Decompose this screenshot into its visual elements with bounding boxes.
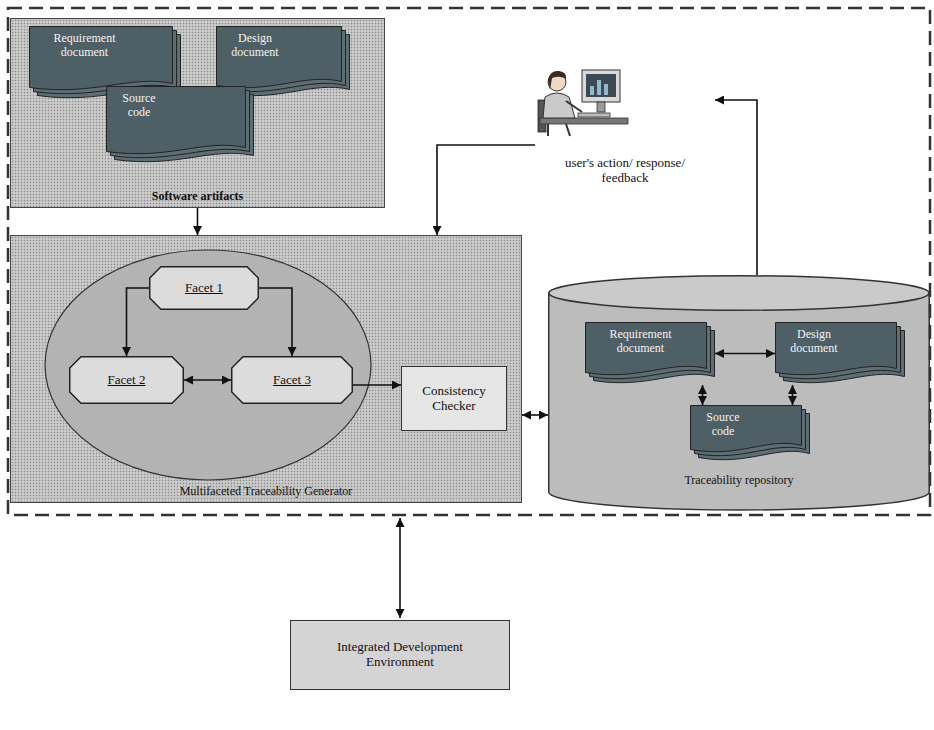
screen-bar [604, 84, 608, 95]
node-text: Requirement document [593, 328, 688, 356]
node-text: Requirement document [37, 32, 132, 60]
node-text: Facet 2 [108, 373, 146, 388]
repository-cylinder: Traceability repository Requirement docum… [548, 275, 930, 510]
node-text: user's action/ response/ feedback [551, 156, 699, 186]
node-text: Traceability repository [684, 474, 793, 488]
facet-octagon: Facet 3 [231, 356, 353, 404]
cylinder-body [549, 293, 930, 510]
document-stack: Source code [690, 405, 810, 462]
document-page [30, 27, 173, 90]
ide-box: Integrated Development Environment [290, 620, 510, 690]
document-stack: Requirement document [585, 322, 715, 385]
node-text: Source code [114, 92, 164, 120]
node-text: Source code [698, 411, 748, 439]
system-boundary [8, 8, 930, 515]
node-text: Facet 1 [185, 281, 223, 296]
cylinder-top [549, 276, 930, 311]
node-text: Facet 3 [273, 373, 311, 388]
node-text: Software artifacts [152, 190, 243, 204]
node-text: Consistency Checker [409, 384, 499, 414]
facet-octagon: Facet 1 [149, 266, 259, 310]
document-page [776, 323, 897, 375]
screen-bar [590, 86, 594, 95]
chair-back [538, 100, 546, 132]
connector-arrow [353, 384, 401, 386]
octagon-outline [70, 357, 184, 404]
generator-panel: Multifaceted Traceability Generator Facet… [10, 235, 522, 503]
checker-box: Consistency Checker [401, 366, 507, 431]
document-page [107, 87, 246, 154]
connector-arrow [792, 385, 794, 405]
desk [540, 118, 628, 124]
facet-octagon: Facet 2 [69, 356, 184, 404]
octagon-outline [232, 357, 353, 404]
document-page [691, 406, 802, 452]
monitor-stand [597, 102, 605, 112]
person-head [548, 73, 566, 91]
document-page [217, 27, 342, 88]
ide-link-arrow [399, 518, 401, 618]
artifact-panel: Software artifacts Requirement document De… [10, 18, 385, 208]
node-text: Design document [224, 32, 286, 60]
connector-arrow [522, 414, 548, 416]
document-stack: Design document [775, 322, 905, 385]
screen-bar [597, 80, 601, 95]
connector-arrow [127, 288, 150, 356]
keyboard [578, 113, 610, 117]
connector-arrow [259, 288, 292, 356]
monitor [582, 70, 620, 102]
person-body [543, 93, 575, 118]
user-station: user's action/ response/ feedback [535, 65, 715, 190]
person-legs [548, 124, 570, 136]
connector-arrow [715, 100, 757, 275]
person-hair [548, 71, 566, 90]
user-illustration [538, 70, 628, 136]
node-text: Multifaceted Traceability Generator [180, 485, 353, 499]
connector-arrow [437, 145, 535, 235]
node-text: Integrated Development Environment [315, 640, 485, 670]
facet-group-ellipse [45, 250, 371, 480]
person-arm [566, 101, 582, 112]
octagon-outline [150, 267, 259, 310]
connector-arrow [197, 208, 199, 235]
document-stack: Source code [106, 86, 254, 164]
node-text: Design document [783, 328, 845, 356]
connector-arrow [715, 353, 775, 355]
connector-arrow [702, 385, 704, 405]
document-page [586, 323, 707, 375]
connector-arrow [184, 379, 231, 381]
monitor-screen [586, 74, 616, 97]
